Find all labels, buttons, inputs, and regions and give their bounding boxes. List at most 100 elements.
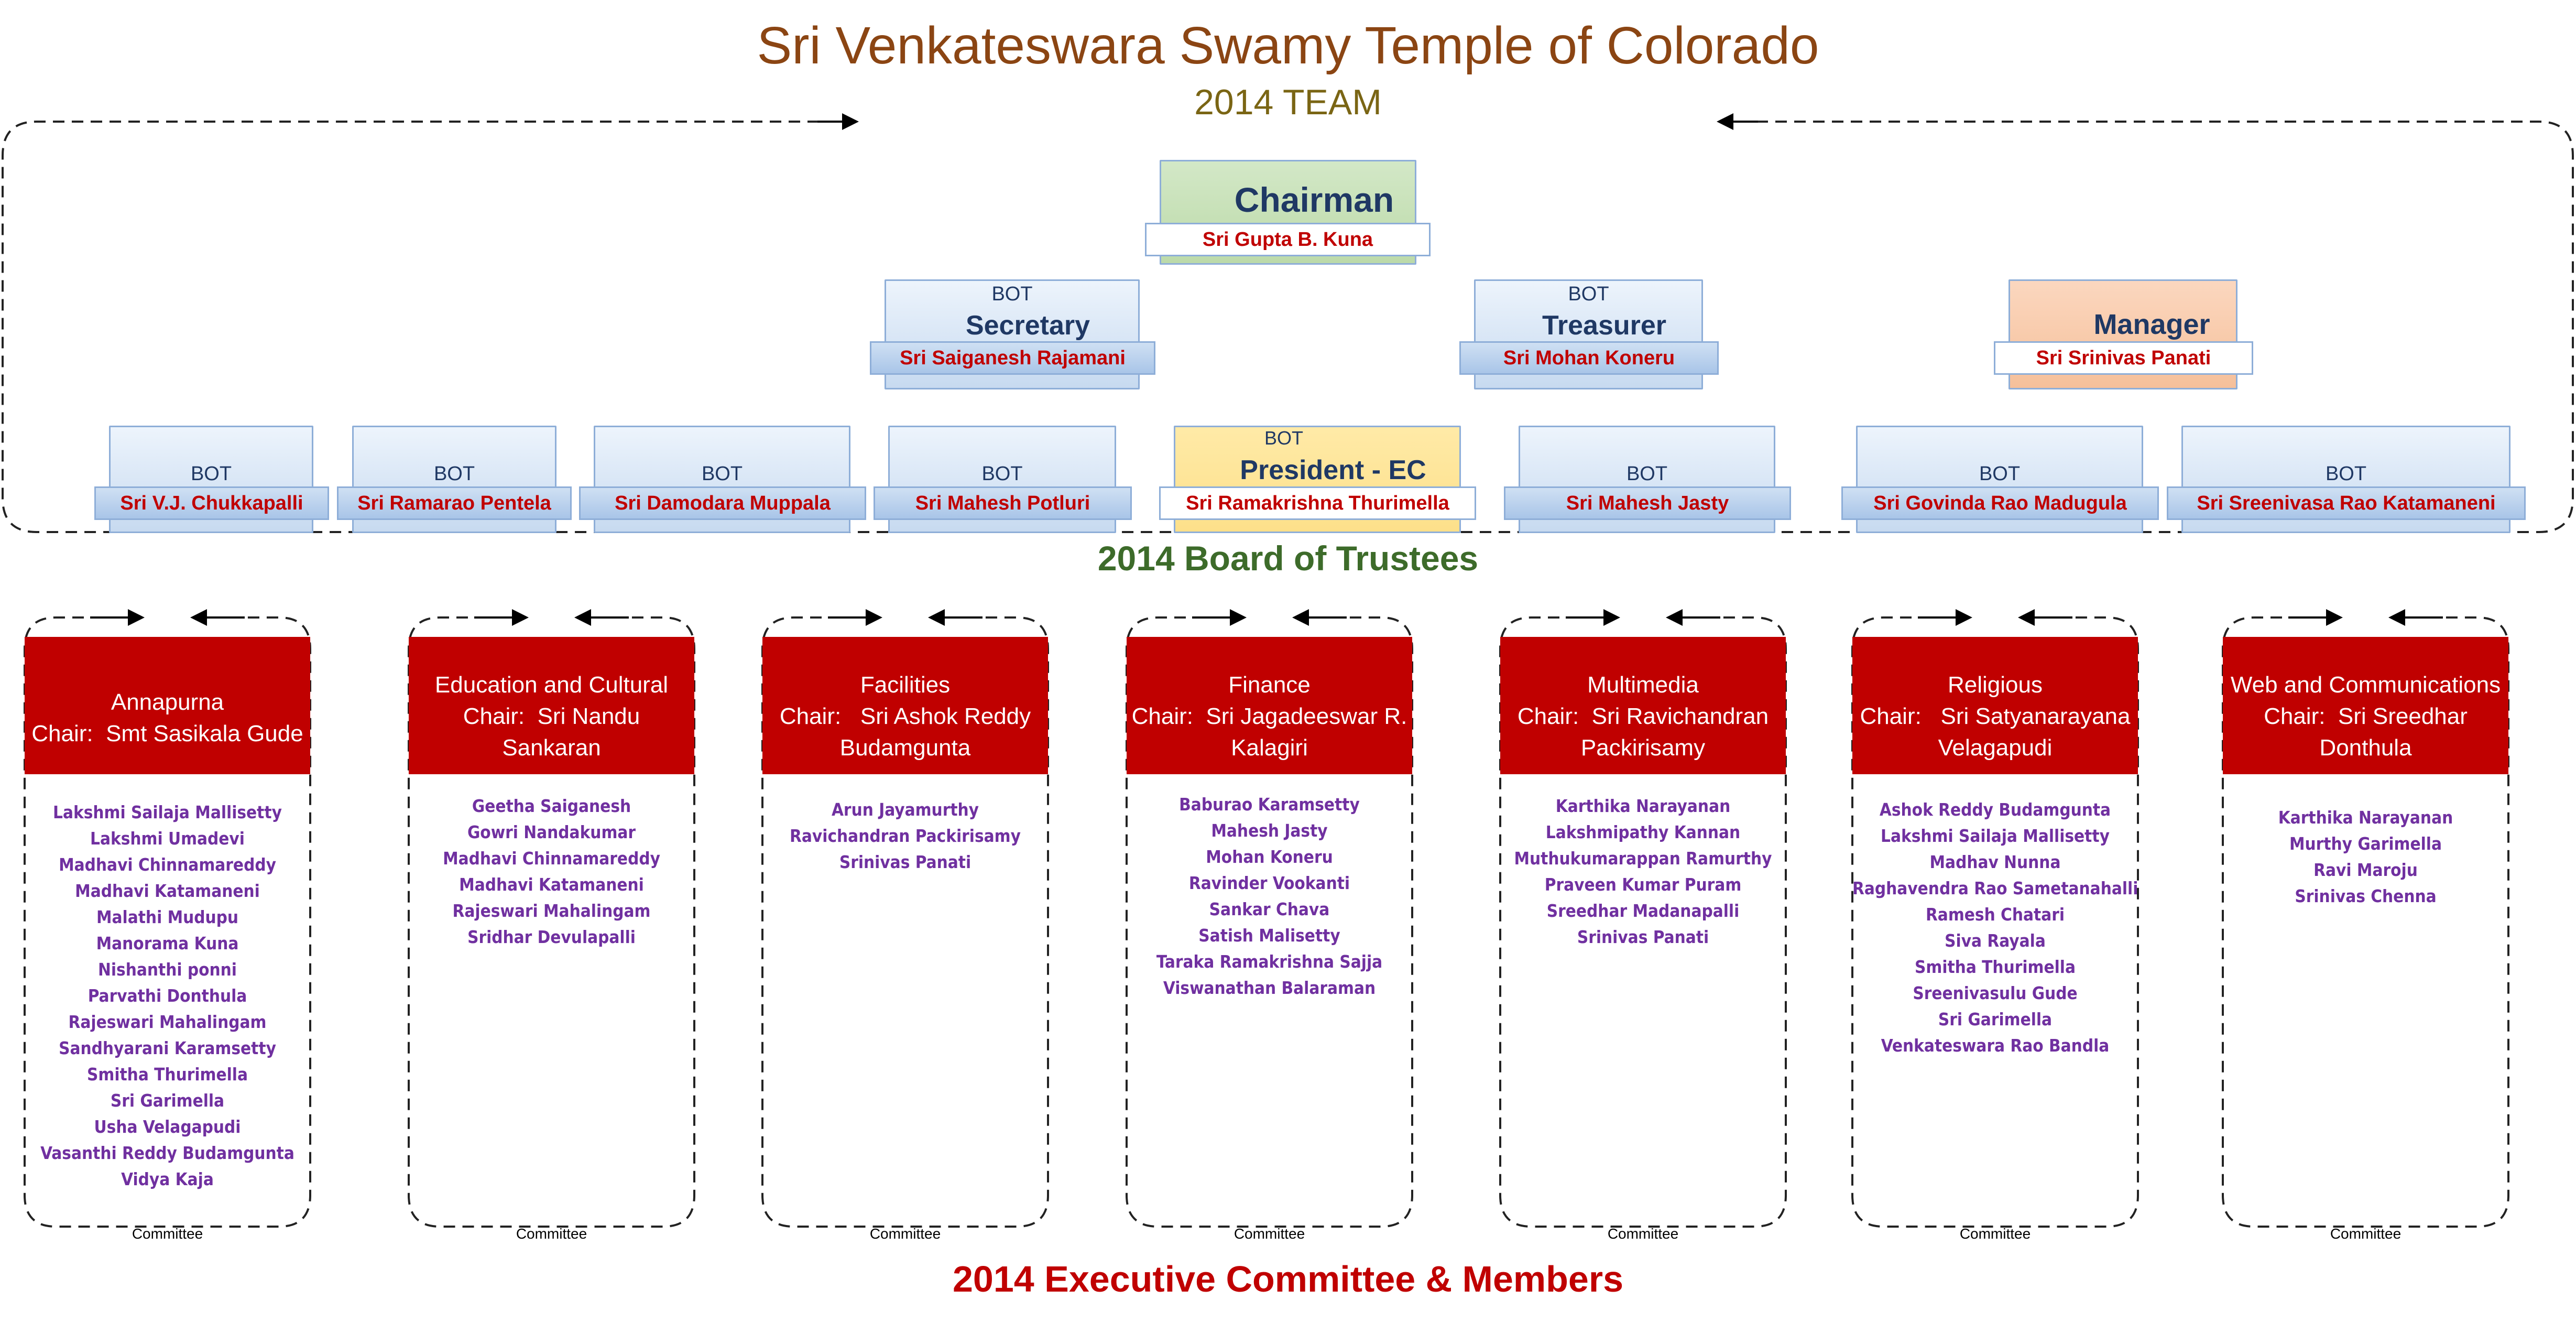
committee-frame: [761, 616, 1049, 1228]
member-name: Rajeswari Mahalingam: [68, 1012, 267, 1032]
committee-chair: Chair: Sri Ravichandran: [1517, 703, 1769, 729]
committee-name: Finance: [1228, 672, 1311, 698]
member-name: Sandhyarani Karamsetty: [59, 1038, 276, 1058]
committee-name: Annapurna: [111, 689, 224, 715]
member-name: Parvathi Donthula: [88, 985, 247, 1006]
treasurer-name: Sri Mohan Koneru: [1459, 341, 1719, 375]
committee-chair: Chair: Sri Ashok Reddy: [779, 703, 1031, 729]
committee-name: Religious: [1948, 672, 2043, 698]
member-name: Baburao Karamsetty: [1179, 794, 1360, 815]
page-title: Sri Venkateswara Swamy Temple of Colorad…: [757, 16, 1819, 75]
member-name: Madhavi Chinnamareddy: [59, 854, 276, 875]
treasurer-role: Treasurer: [1542, 310, 1667, 341]
member-name: Vasanthi Reddy Budamgunta: [40, 1143, 294, 1163]
member-name: Ravi Maroju: [2313, 860, 2418, 880]
manager-role: Manager: [2093, 309, 2210, 340]
member-name: Ravinder Vookanti: [1188, 873, 1350, 893]
committee-frame: [1851, 616, 2139, 1228]
member-name: Ashok Reddy Budamgunta: [1879, 799, 2111, 820]
member-name: Rajeswari Mahalingam: [452, 901, 651, 921]
member-name: Srinivas Panati: [1577, 927, 1709, 947]
chairman-role: Chairman: [1234, 180, 1394, 219]
member-name: Viswanathan Balaraman: [1163, 978, 1376, 998]
member-name: Manorama Kuna: [96, 933, 239, 953]
member-name: Geetha Saiganesh: [472, 796, 631, 816]
member-name: Nishanthi ponni: [98, 959, 237, 980]
member-name: Mahesh Jasty: [1211, 820, 1328, 841]
member-name: Taraka Ramakrishna Sajja: [1156, 951, 1383, 972]
committee-frame: [1126, 616, 1413, 1228]
member-name: Satish Malisetty: [1198, 925, 1340, 946]
member-name: Mohan Koneru: [1206, 847, 1333, 867]
trustee-name: Sri Mahesh Jasty: [1504, 486, 1791, 520]
member-name: Venkateswara Rao Bandla: [1881, 1035, 2110, 1056]
treasurer-tag: BOT: [1568, 283, 1609, 305]
member-name: Srinivas Panati: [839, 852, 972, 872]
member-name: Vidya Kaja: [121, 1169, 214, 1189]
member-name: Murthy Garimella: [2289, 833, 2442, 854]
trustee-name: Sri Govinda Rao Madugula: [1841, 486, 2159, 520]
committee-frames: [24, 609, 2509, 1228]
committee-chair: Chair: Sri Satyanarayana: [1860, 703, 2131, 729]
member-name: Sridhar Devulapalli: [467, 927, 636, 947]
member-name: Ramesh Chatari: [1925, 904, 2065, 925]
member-name: Sri Garimella: [110, 1090, 225, 1111]
board-frame-left: [2, 121, 1286, 533]
committee-chair: Donthula: [2319, 735, 2412, 761]
member-name: Praveen Kumar Puram: [1544, 874, 1742, 895]
member-name: Smitha Thurimella: [1915, 957, 2076, 977]
secretary-name: Sri Saiganesh Rajamani: [870, 341, 1155, 375]
committee-name: Web and Communications: [2230, 672, 2501, 698]
member-name: Usha Velagapudi: [94, 1117, 241, 1137]
committee-label: Committee: [132, 1226, 203, 1242]
manager-name: Sri Srinivas Panati: [1994, 341, 2253, 375]
member-name: Sreedhar Madanapalli: [1546, 901, 1740, 921]
trustee-name: Sri Mahesh Potluri: [874, 486, 1132, 520]
trustee-tag: BOT: [433, 463, 475, 485]
trustee-tag: BOT: [701, 463, 743, 485]
committee-label: Committee: [1607, 1226, 1679, 1242]
executive-title: 2014 Executive Committee & Members: [953, 1259, 1623, 1299]
trustee-name: Sri Ramarao Pentela: [337, 486, 572, 520]
committee-frame: [24, 616, 311, 1228]
member-name: Srinivas Chenna: [2295, 886, 2437, 906]
member-name: Malathi Mudupu: [96, 907, 239, 927]
trustee-tag: BOT: [1979, 463, 2021, 485]
member-name: Smitha Thurimella: [87, 1064, 248, 1085]
committee-chair: Kalagiri: [1231, 735, 1308, 761]
committee-name: Multimedia: [1587, 672, 1699, 698]
committee-chair: Sankaran: [502, 735, 601, 761]
member-name: Sri Garimella: [1938, 1009, 2053, 1030]
member-name: Karthika Narayanan: [2278, 807, 2453, 828]
committee-chair: Velagapudi: [1938, 735, 2053, 761]
committee-frame: [2222, 616, 2509, 1228]
trustee-tag: BOT: [981, 463, 1023, 485]
committee-label: Committee: [1234, 1226, 1305, 1242]
committee-label: Committee: [1959, 1226, 2031, 1242]
trustee-tag: BOT: [1626, 463, 1668, 485]
secretary-tag: BOT: [991, 283, 1033, 305]
member-name: Lakshmi Sailaja Mallisetty: [1881, 826, 2110, 846]
committee-chair: Budamgunta: [839, 735, 971, 761]
committee-label: Committee: [516, 1226, 587, 1242]
trustee-tag: BOT: [2325, 463, 2367, 485]
committee-frame: [1499, 616, 1787, 1228]
committee-chair: Chair: Smt Sasikala Gude: [31, 721, 303, 746]
committee-chair: Chair: Sri Jagadeeswar R.: [1131, 703, 1407, 729]
committee-chair: Packirisamy: [1580, 735, 1706, 761]
member-name: Siva Rayala: [1945, 930, 2046, 951]
board-frame-right: [1286, 121, 2574, 533]
